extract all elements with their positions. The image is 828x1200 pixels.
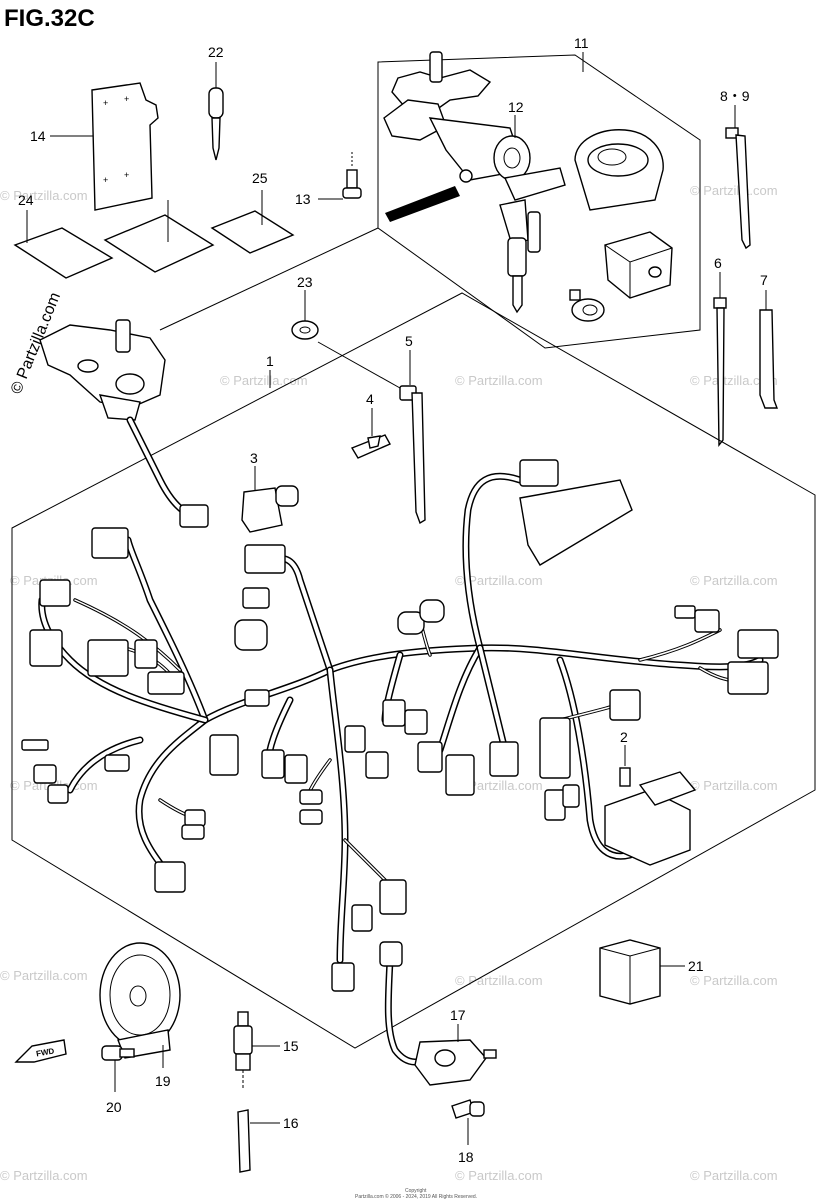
watermark: © Partzilla.com — [0, 968, 88, 983]
callout-19: 20 — [106, 1099, 122, 1115]
callout-20: 21 — [688, 958, 704, 974]
callout-15: 16 — [283, 1115, 299, 1131]
fwd-label: FWD — [35, 1046, 55, 1058]
callout-3: 3 — [250, 450, 258, 466]
ignition-switch-assembly — [383, 51, 531, 183]
watermark: © Partzilla.com — [0, 188, 88, 203]
key-21 — [208, 87, 224, 161]
callout-12: 13 — [295, 191, 311, 207]
watermark: © Partzilla.com — [0, 1168, 88, 1183]
sensor-16 — [414, 1039, 497, 1086]
horn-18 — [99, 942, 181, 1059]
ignition-switch-harness — [39, 319, 166, 421]
callout-6: 6 — [714, 255, 722, 271]
footer-line-1: Copyright — [405, 1188, 427, 1194]
connector-3 — [241, 485, 299, 533]
callout-13: 14 — [30, 128, 46, 144]
cap-lock — [574, 129, 664, 211]
callout-16: 17 — [450, 1007, 466, 1023]
callout-18: 19 — [155, 1073, 171, 1089]
callout-4: 4 — [366, 391, 374, 407]
watermark: © Partzilla.com — [690, 973, 778, 988]
clip-4 — [350, 434, 391, 459]
cable-tie-5 — [399, 385, 426, 525]
harness-connectors — [21, 459, 779, 992]
callout-1: 1 — [266, 353, 274, 369]
callout-23: 24 — [18, 192, 34, 208]
lock-cylinder — [569, 289, 605, 322]
box-1-outline — [11, 292, 816, 1049]
clamp-band-7 — [759, 309, 779, 409]
callout-8-9: 8・9 — [720, 88, 750, 104]
spring-15 — [237, 1109, 251, 1173]
keys-set — [499, 167, 566, 314]
callout-5: 5 — [405, 333, 413, 349]
label-sheet-25 — [103, 214, 215, 273]
cable-tie-6 — [713, 297, 727, 447]
svg-text:+: + — [103, 175, 108, 185]
callout-24: 25 — [252, 170, 268, 186]
bolt-19 — [101, 1045, 135, 1061]
footer-line-2: Partzilla.com © 2006 - 2024, 2019 All Ri… — [355, 1193, 477, 1200]
svg-text:+: + — [103, 98, 108, 108]
watermark: © Partzilla.com — [690, 778, 778, 793]
watermark: © Partzilla.com — [455, 573, 543, 588]
callout-22: 23 — [297, 274, 313, 290]
cable-tie-8-9 — [725, 127, 751, 250]
relay-20 — [599, 939, 661, 1005]
watermark: © Partzilla.com — [690, 573, 778, 588]
hidden-line-bar — [385, 186, 460, 222]
fuse-2 — [619, 767, 631, 787]
watermark: © Partzilla.com — [690, 1168, 778, 1183]
watermark: © Partzilla.com — [690, 373, 778, 388]
label-sheet-23 — [13, 227, 114, 279]
watermark: © Partzilla.com — [220, 373, 308, 388]
callout-7: 7 — [760, 272, 768, 288]
watermark: © Partzilla.com — [455, 973, 543, 988]
fwd-arrow: FWD — [14, 1039, 67, 1063]
washer-22 — [291, 320, 319, 340]
figure-title: FIG.32C — [4, 5, 95, 32]
plate-13 — [91, 82, 159, 211]
switch-14 — [233, 1011, 253, 1090]
watermark: © Partzilla.com — [690, 183, 778, 198]
callout-14: 15 — [283, 1038, 299, 1054]
callout-21: 22 — [208, 44, 224, 60]
seat-lock — [604, 231, 673, 299]
svg-text:+: + — [124, 94, 129, 104]
callout-17: 18 — [458, 1149, 474, 1165]
watermark: © Partzilla.com — [455, 1168, 543, 1183]
watermark: © Partzilla.com — [455, 778, 543, 793]
callout-2: 2 — [620, 729, 628, 745]
callout-10: 11 — [574, 35, 589, 51]
plate-13-holes: + + + + — [103, 94, 129, 185]
connector — [179, 504, 209, 528]
screw-12 — [342, 152, 362, 199]
label-sheet-24 — [210, 210, 295, 254]
watermark: © Partzilla.com — [455, 373, 543, 388]
connector — [379, 941, 403, 967]
svg-text:+: + — [124, 170, 129, 180]
callout-11: 12 — [508, 99, 524, 115]
screw-17 — [451, 1099, 485, 1119]
